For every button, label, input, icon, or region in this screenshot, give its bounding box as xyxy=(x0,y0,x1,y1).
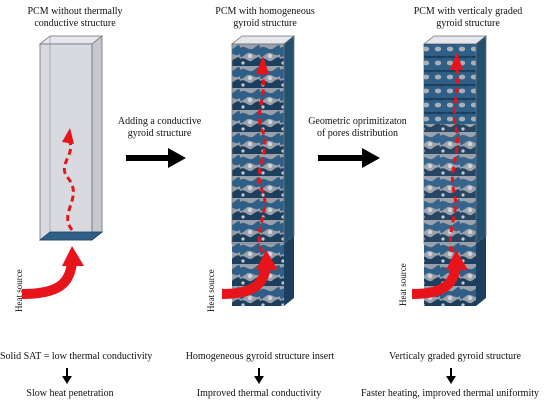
column-3-result: Faster heating, improved thermal uniform… xyxy=(360,388,539,399)
column-2-property: Homogeneous gyroid structure insert xyxy=(185,351,335,362)
heat-source-arrow-3 xyxy=(411,250,468,299)
heat-source-arrow-1 xyxy=(21,246,84,299)
heat-source-label-3: Heat source xyxy=(398,263,408,306)
transition-2-label: Geometric oprimitizaton of pores distrib… xyxy=(300,116,415,140)
column-1-title-line2: conductive structure xyxy=(34,18,116,29)
transition-2-line2: of pores distribution xyxy=(316,128,399,139)
heat-source-label-2: Heat source xyxy=(206,269,216,312)
transition-arrow-2 xyxy=(318,148,380,168)
heat-source-arrow-2 xyxy=(221,250,278,299)
column-2-title-line2: gyroid structure xyxy=(233,18,297,29)
pcm-box-plain xyxy=(38,35,104,241)
pcm-box-graded xyxy=(422,35,488,306)
heat-path-arrow-3 xyxy=(449,52,463,253)
column-1-title: PCM without thermally conductive structu… xyxy=(0,6,150,30)
column-3-property: Verticaly graded gyroid structure xyxy=(389,351,521,362)
heat-path-arrow-1 xyxy=(62,128,75,231)
result-arrow-2 xyxy=(254,368,264,384)
column-2-result: Improved thermal conductivity xyxy=(196,388,322,399)
column-2-title: PCM with homogeneous gyroid structure xyxy=(190,6,340,30)
column-3-title-line1: PCM with verticaly graded xyxy=(413,6,523,17)
result-arrow-3 xyxy=(446,368,456,384)
column-1-title-line1: PCM without thermally xyxy=(27,6,123,17)
transition-1-line2: gyroid structure xyxy=(127,128,192,139)
heat-path-arrow-2 xyxy=(256,56,269,253)
transition-1-label: Adding a conductive gyroid structure xyxy=(112,116,207,140)
column-3-title-line2: gyroid structure xyxy=(436,18,500,29)
transition-2-line1: Geometric oprimitizaton xyxy=(308,116,407,127)
column-2-title-line1: PCM with homogeneous xyxy=(215,6,315,17)
column-3-title: PCM with verticaly graded gyroid structu… xyxy=(388,6,548,30)
column-1-result: Slow heat penetration xyxy=(26,388,114,399)
heat-source-label-1: Heat source xyxy=(14,269,24,312)
transition-arrow-1 xyxy=(126,148,186,168)
result-arrow-1 xyxy=(62,368,72,384)
transition-1-line1: Adding a conductive xyxy=(117,116,202,127)
column-1-property: Solid SAT = low thermal conductivity xyxy=(0,351,153,362)
